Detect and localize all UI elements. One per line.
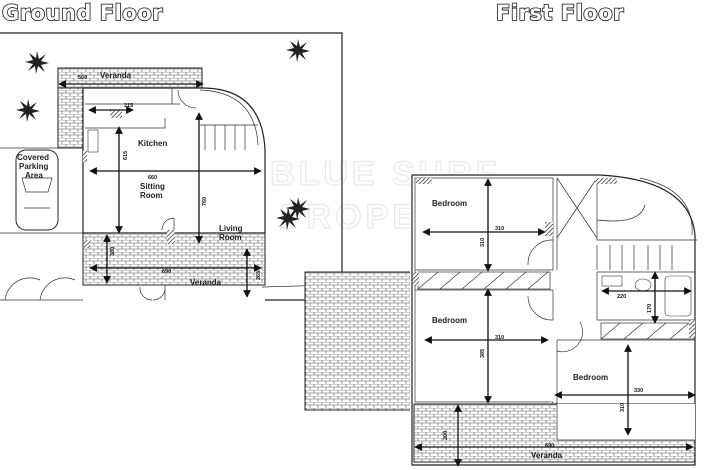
kitchen-depth-label: 615: [123, 151, 129, 160]
tree-icon: [286, 39, 310, 62]
ground-floor-plan: Veranda Kitchen Sitting Room Living Room…: [0, 32, 409, 301]
bedroom-3-label: Bedroom: [573, 373, 608, 382]
bedroom-1-depth-label: 310: [480, 238, 486, 247]
lower-roof-tiles: [304, 271, 414, 411]
plot-boundary: [0, 32, 343, 301]
car-icon: [15, 149, 59, 231]
living-room-1-label: Living: [219, 224, 243, 233]
bedroom-3-depth-label: 310: [620, 403, 626, 412]
veranda-label: Veranda: [531, 451, 563, 460]
kitchen-label: Kitchen: [138, 139, 167, 148]
first-floor-title: First Floor: [496, 1, 624, 25]
veranda-depth-label: 265: [256, 271, 262, 280]
bedroom-1-label: Bedroom: [432, 199, 467, 208]
front-veranda-depth-label: 380: [110, 247, 116, 256]
tree-icon: [25, 51, 49, 74]
first-floor-plan: Bedroom Bedroom Bedroom Veranda 310 310 …: [304, 173, 697, 467]
tree-icon: [16, 99, 40, 122]
veranda-bottom-label: Veranda: [190, 278, 222, 287]
living-room-2-label: Room: [219, 233, 242, 242]
bedroom-1-width-label: 310: [495, 226, 504, 232]
veranda-top-label: Veranda: [100, 71, 132, 80]
veranda-top-width-label: 560: [78, 75, 87, 81]
bath-depth-label: 170: [647, 304, 653, 313]
veranda-width-label: 690: [545, 443, 554, 449]
parking-3-label: Area: [25, 171, 43, 180]
bath-width-label: 220: [617, 294, 626, 300]
parking-2-label: Parking: [19, 162, 48, 171]
parking-1-label: Covered: [17, 153, 49, 162]
bedroom-2-label: Bedroom: [432, 316, 467, 325]
veranda-depth-label: 200: [443, 431, 449, 440]
sitting-room-2-label: Room: [140, 191, 163, 200]
ground-floor-title: Ground Floor: [2, 1, 163, 25]
bedroom-3-width-label: 330: [634, 388, 643, 394]
living-depth-label: 760: [202, 197, 208, 206]
first-floor-walls: [411, 174, 696, 466]
wc-width-label: 215: [124, 103, 133, 109]
house-width-label: 660: [148, 175, 157, 181]
bedroom-2-width-label: 310: [495, 335, 504, 341]
veranda-width-label: 690: [162, 269, 171, 275]
bedroom-2-depth-label: 385: [480, 349, 486, 358]
sitting-room-1-label: Sitting: [140, 182, 165, 191]
